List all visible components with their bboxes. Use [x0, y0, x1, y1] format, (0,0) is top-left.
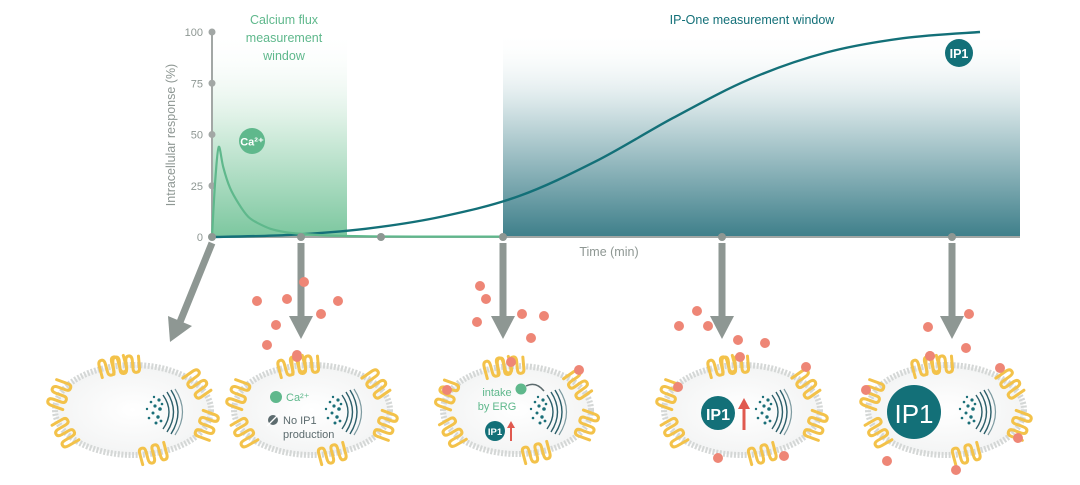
y-tick-mark-0: [209, 29, 216, 36]
bound-ligand: [779, 451, 789, 461]
calcium-dot: [516, 384, 527, 395]
y-tick-label-0: 100: [185, 27, 203, 39]
arrow-to-cell-5: [940, 243, 964, 339]
bound-ligand: [673, 382, 683, 392]
ipone-window-label: IP-One measurement window: [670, 13, 836, 27]
y-tick-label-1: 75: [191, 78, 203, 90]
calcium-window-label-line2: measurement: [246, 31, 323, 45]
timepoint-marker-2: [297, 233, 305, 241]
ca-badge-label: Ca²⁺: [240, 137, 264, 149]
cell-1: [47, 354, 219, 465]
bound-ligand: [861, 385, 871, 395]
bound-ligand: [713, 453, 723, 463]
bound-ligand: [1013, 433, 1023, 443]
bound-ligand: [951, 465, 961, 475]
timepoint-marker-6: [948, 233, 956, 241]
arrow-to-cell-4: [710, 243, 734, 339]
calcium-dot: [270, 391, 282, 403]
cell2-no-ip1-line2: production: [283, 429, 334, 441]
x-axis-label: Time (min): [579, 245, 638, 259]
cell3-intake-line2: by ERG: [478, 401, 517, 413]
ip-one-window: [503, 32, 1020, 237]
calcium-window-label-line3: window: [262, 49, 306, 63]
timepoint-marker-4: [499, 233, 507, 241]
y-ticks: 100 75 50 25 0: [185, 27, 216, 244]
ip1-badge: IP1: [945, 39, 973, 67]
ligand-dots: [252, 277, 974, 361]
cell-2: [226, 352, 398, 466]
ip1-badge-label: IP1: [950, 47, 969, 61]
cell-3: [435, 355, 600, 464]
bound-ligand: [506, 357, 516, 367]
timepoint-marker-5: [718, 233, 726, 241]
timepoint-arrows: [168, 233, 964, 342]
ca-badge: Ca²⁺: [239, 128, 265, 154]
cell2-no-ip1-line1: No IP1: [283, 415, 317, 427]
bound-ligand: [735, 352, 745, 362]
y-tick-mark-1: [209, 80, 216, 87]
bound-ligand: [925, 351, 935, 361]
timepoint-marker-3: [377, 233, 385, 241]
cell5-ip1-label: IP1: [894, 399, 933, 429]
bound-ligand: [995, 363, 1005, 373]
y-tick-mark-2: [209, 131, 216, 138]
timepoint-marker-1: [208, 233, 216, 241]
arrow-to-cell-1: [168, 243, 212, 342]
bound-ligand: [882, 456, 892, 466]
y-tick-label-2: 50: [191, 130, 203, 142]
bound-ligand: [442, 385, 452, 395]
bound-ligand: [574, 365, 584, 375]
cell3-ip1-label: IP1: [488, 427, 503, 438]
calcium-window-label-line1: Calcium flux: [250, 13, 319, 27]
cell3-intake-line1: intake: [482, 387, 511, 399]
cell-5: [860, 351, 1032, 475]
y-axis-label: Intracellular response (%): [164, 64, 178, 206]
y-tick-label-3: 25: [191, 181, 203, 193]
arrow-to-cell-2: [289, 243, 313, 339]
y-tick-label-4: 0: [197, 232, 203, 244]
bound-ligand: [801, 362, 811, 372]
cell4-ip1-label: IP1: [706, 407, 730, 424]
bound-ligand: [292, 352, 302, 362]
arrow-to-cell-3: [491, 243, 515, 339]
cell2-ca-label: Ca²⁺: [286, 392, 310, 404]
